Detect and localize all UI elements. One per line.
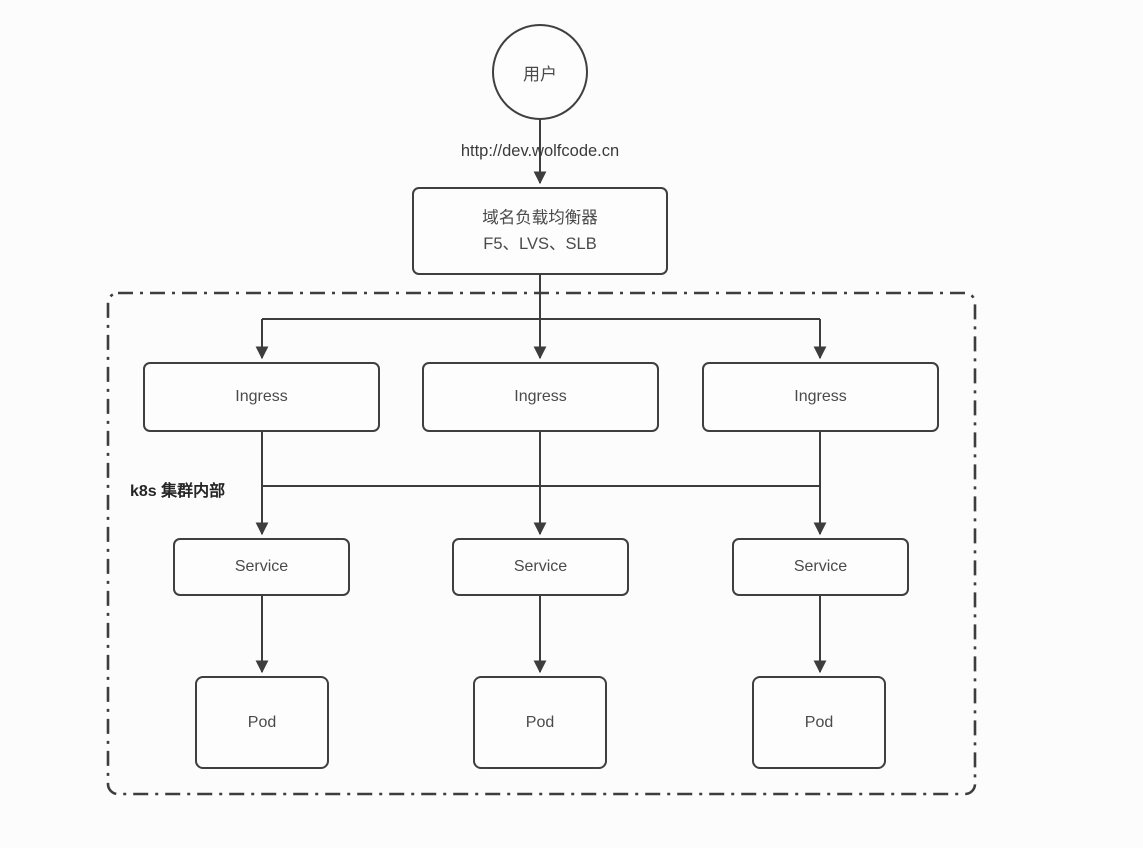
cluster-boundary-box	[106, 291, 977, 796]
service-node-3: Service	[732, 538, 909, 596]
service-node-1: Service	[173, 538, 350, 596]
pod-node-3: Pod	[752, 676, 886, 769]
pod-node-2-label: Pod	[525, 713, 555, 731]
user-node: 用户	[492, 24, 588, 120]
pod-node-1: Pod	[195, 676, 329, 769]
request-url-label: http://dev.wolfcode.cn	[460, 142, 620, 160]
cluster-boundary-label: k8s 集群内部	[130, 483, 226, 500]
service-node-3-label: Service	[793, 558, 848, 575]
ingress-node-2: Ingress	[422, 362, 659, 432]
pod-node-1-label: Pod	[247, 713, 277, 731]
load-balancer-subtitle: F5、LVS、SLB	[483, 235, 597, 253]
pod-node-2: Pod	[473, 676, 607, 769]
load-balancer-node: 域名负载均衡器 F5、LVS、SLB	[412, 187, 668, 275]
pod-node-3-label: Pod	[804, 713, 834, 731]
ingress-node-2-label: Ingress	[514, 388, 567, 405]
user-node-label: 用户	[523, 64, 557, 84]
ingress-node-1-label: Ingress	[235, 388, 288, 405]
load-balancer-title: 域名负载均衡器	[482, 208, 598, 227]
ingress-node-1: Ingress	[143, 362, 380, 432]
service-node-2: Service	[452, 538, 629, 596]
ingress-node-3: Ingress	[702, 362, 939, 432]
ingress-node-3-label: Ingress	[794, 388, 847, 405]
service-node-2-label: Service	[513, 558, 568, 575]
service-node-1-label: Service	[234, 558, 289, 575]
